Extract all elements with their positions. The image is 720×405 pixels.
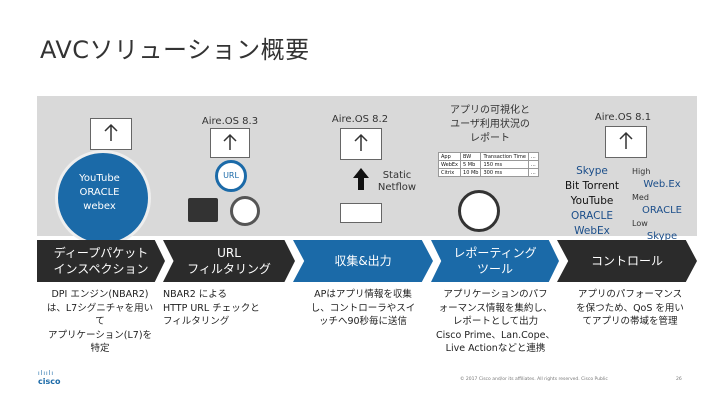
report-cell: Citrix — [437, 168, 462, 177]
control-app: YouTube — [570, 195, 614, 207]
access-point-icon — [354, 133, 368, 151]
aireos81-label: Aire.OS 8.1 — [594, 112, 652, 123]
switch-icon — [340, 203, 382, 223]
report-table: App BW Transaction Time ... WebEx 5 Mb 1… — [437, 152, 539, 177]
url-ap-box — [210, 128, 250, 158]
control-app-list: Skype Bit Torrent YouTube ORACLE WebEx — [558, 164, 626, 239]
table-row: Citrix 10 Mb 300 ms ... — [437, 168, 539, 177]
dpi-magnifier-icon — [55, 150, 151, 246]
desc-collect-export: APはアプリ情報を収集 し、コントローラやスイ ッチへ90秒毎に送信 — [310, 289, 416, 327]
stage-dpi: ディープパケット インスペクション — [37, 240, 165, 282]
desc-control: アプリのパフォーマンス を保つため、QoS を用い てアプリの帯域を管理 — [576, 289, 684, 327]
cisco-brand: cisco — [38, 377, 61, 386]
app-webex: webex — [83, 201, 116, 212]
up-arrow-icon — [353, 168, 369, 190]
page-number: 26 — [676, 377, 682, 382]
qos-low-app: ORACLE — [642, 205, 682, 216]
report-header-more: ... — [527, 152, 539, 161]
blocked-icon — [230, 196, 260, 226]
app-youtube: YouTube — [79, 173, 120, 184]
static-netflow-label: Static Netflow — [377, 170, 417, 193]
report-cell: ... — [527, 160, 539, 169]
report-cell: 300 ms — [480, 168, 529, 177]
qos-high-label: High — [632, 167, 651, 176]
control-app: Bit Torrent — [564, 180, 620, 192]
report-header-time: Transaction Time — [480, 152, 529, 161]
url-magnifier-icon: URL — [215, 160, 247, 192]
table-row: WebEx 5 Mb 150 ms ... — [437, 160, 539, 169]
report-header-bw: BW — [460, 152, 482, 161]
desc-url-filtering: NBAR2 による HTTP URL チェックと フィルタリング — [163, 289, 260, 327]
analytics-icon — [458, 190, 500, 232]
cisco-logo-bars: ılıılı — [38, 370, 55, 377]
url-label: URL — [223, 171, 239, 180]
stage-collect-export: 収集&出力 — [293, 240, 433, 282]
browser-icon — [188, 198, 218, 222]
qos-high-app: Web.Ex — [643, 179, 681, 190]
aireos83-label: Aire.OS 8.3 — [201, 116, 259, 127]
stage-control: コントロール — [557, 240, 697, 282]
visualize-label: アプリの可視化と ユーザ利用状況の レポート — [450, 105, 530, 144]
stage-reporting: レポーティング ツール — [431, 240, 559, 282]
qos-priority-list: High Web.Ex Med ORACLE Low Skype — [628, 165, 696, 243]
report-cell: 10 Mb — [460, 168, 482, 177]
report-cell: 5 Mb — [460, 160, 482, 169]
aireos82-label: Aire.OS 8.2 — [331, 114, 389, 125]
control-app: WebEx — [574, 225, 610, 237]
report-cell: ... — [527, 168, 539, 177]
report-table-header: App BW Transaction Time ... — [437, 152, 539, 161]
app-list: YouTube ORACLE webex — [62, 172, 137, 214]
qos-low-label: Low — [632, 219, 648, 228]
access-point-icon — [619, 131, 633, 149]
access-point-icon — [104, 123, 118, 141]
control-ap-box — [605, 126, 647, 158]
cisco-logo: ılıılı cisco — [38, 370, 60, 386]
report-header-app: App — [437, 152, 462, 161]
control-app: Skype — [576, 165, 608, 177]
copyright: © 2017 Cisco and/or its affiliates. All … — [460, 377, 608, 382]
report-cell: WebEx — [437, 160, 462, 169]
stage-url-filtering: URL フィルタリング — [163, 240, 295, 282]
qos-low-app2: Skype — [646, 231, 678, 242]
report-cell: 150 ms — [480, 160, 529, 169]
netflow-ap-box — [340, 128, 382, 160]
page-title: AVCソリューション概要 — [40, 36, 310, 64]
app-oracle: ORACLE — [79, 187, 120, 198]
desc-dpi: DPI エンジン(NBAR2) は、L7シグニチャを用い て アプリケーション(… — [46, 289, 154, 354]
access-point-icon — [223, 133, 237, 150]
dpi-ap-box — [90, 118, 132, 150]
qos-med-label: Med — [632, 193, 649, 202]
desc-reporting: アプリケーションのパフ ォーマンス情報を集約し、 レポートとして出力 Cisco… — [436, 289, 555, 354]
control-app: ORACLE — [571, 210, 613, 222]
